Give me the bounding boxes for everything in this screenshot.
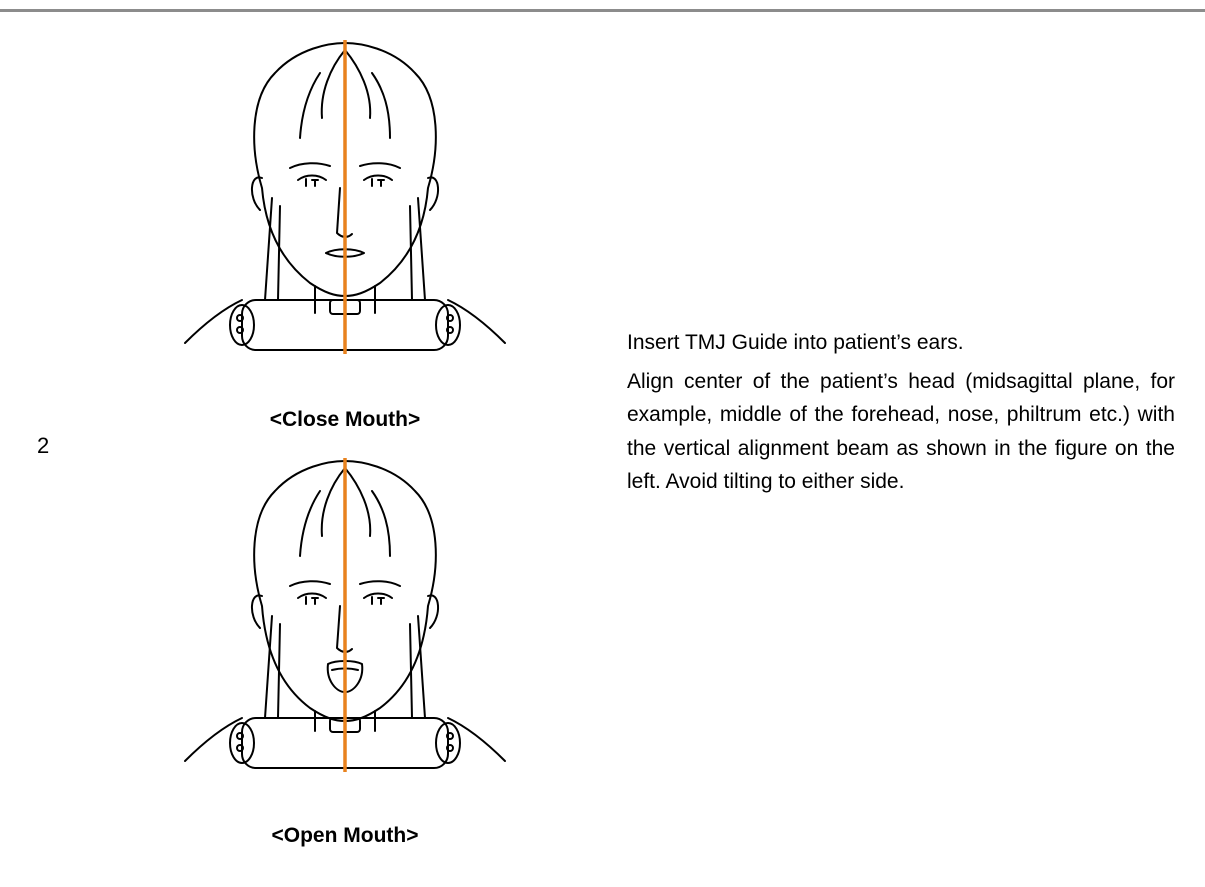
right-eyebrow [360, 163, 400, 168]
instructions: Insert TMJ Guide into patient’s ears. Al… [627, 326, 1175, 499]
close-mouth-figure [180, 38, 510, 356]
close-mouth-illustration [180, 38, 510, 356]
right-eyebrow [360, 581, 400, 586]
left-guide-strap [265, 198, 280, 300]
instruction-align-head: Align center of the patient’s head (mids… [627, 365, 1175, 499]
instruction-insert-guide: Insert TMJ Guide into patient’s ears. [627, 326, 1175, 360]
hair-part [322, 468, 345, 536]
hair-part [322, 50, 345, 118]
open-mouth-figure [180, 456, 510, 774]
right-shoulder [448, 300, 505, 343]
left-shoulder [185, 300, 242, 343]
open-mouth-caption: <Open Mouth> [160, 822, 530, 850]
left-eyebrow [290, 581, 330, 586]
left-shoulder [185, 718, 242, 761]
close-mouth-caption: <Close Mouth> [160, 406, 530, 434]
step-number: 2 [37, 431, 49, 461]
header-rule [0, 9, 1205, 12]
right-shoulder [448, 718, 505, 761]
left-eyebrow [290, 163, 330, 168]
open-mouth-illustration [180, 456, 510, 774]
right-guide-strap [410, 198, 425, 300]
